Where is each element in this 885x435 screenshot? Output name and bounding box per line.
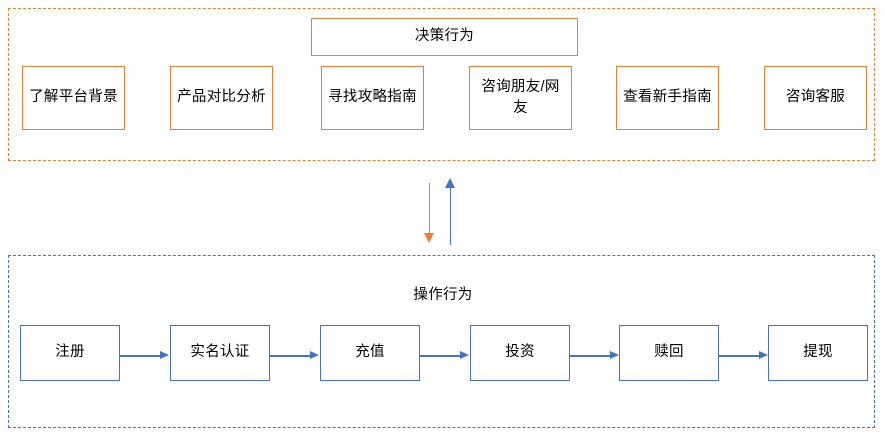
flow-arrow-verification-to-recharge-icon	[270, 351, 320, 360]
decision-node-consult-customer-service: 咨询客服	[764, 66, 867, 130]
arrow-decision-to-operation-icon	[424, 183, 435, 243]
decision-behavior-group	[8, 8, 875, 161]
arrow-shaft	[570, 355, 611, 357]
arrow-head	[759, 351, 768, 359]
decision-node-understand-platform-background: 了解平台背景	[22, 66, 125, 130]
arrow-head	[310, 351, 319, 359]
arrow-head	[424, 233, 434, 243]
arrow-shaft	[428, 183, 431, 234]
arrow-head	[445, 178, 455, 188]
operation-behavior-title: 操作行为	[413, 287, 473, 303]
operation-node-recharge: 充值	[320, 325, 420, 381]
operation-node-invest: 投资	[470, 325, 570, 381]
arrow-head	[160, 351, 169, 359]
operation-node-redeem: 赎回	[619, 325, 719, 381]
decision-node-search-strategy-guide: 寻找攻略指南	[321, 66, 424, 130]
flow-arrow-recharge-to-invest-icon	[420, 351, 470, 360]
decision-node-product-comparison-analysis: 产品对比分析	[170, 66, 273, 130]
decision-node-consult-friends-netizens: 咨询朋友/网友	[469, 66, 572, 130]
flow-arrow-invest-to-redeem-icon	[570, 351, 620, 360]
operation-node-withdraw: 提现	[768, 325, 868, 381]
decision-node-view-beginner-guide: 查看新手指南	[616, 66, 719, 130]
arrow-head	[460, 351, 469, 359]
operation-node-register: 注册	[20, 325, 120, 381]
flow-arrow-redeem-to-withdraw-icon	[719, 351, 769, 360]
arrow-operation-to-decision-icon	[445, 178, 456, 246]
decision-behavior-header: 决策行为	[311, 18, 578, 56]
arrow-shaft	[449, 187, 452, 245]
arrow-shaft	[120, 355, 161, 357]
flow-arrow-register-to-verification-icon	[120, 351, 170, 360]
arrow-shaft	[270, 355, 311, 357]
arrow-head	[610, 351, 619, 359]
arrow-shaft	[719, 355, 760, 357]
operation-node-real-name-verification: 实名认证	[170, 325, 270, 381]
arrow-shaft	[420, 355, 461, 357]
operation-behavior-group	[8, 255, 875, 428]
